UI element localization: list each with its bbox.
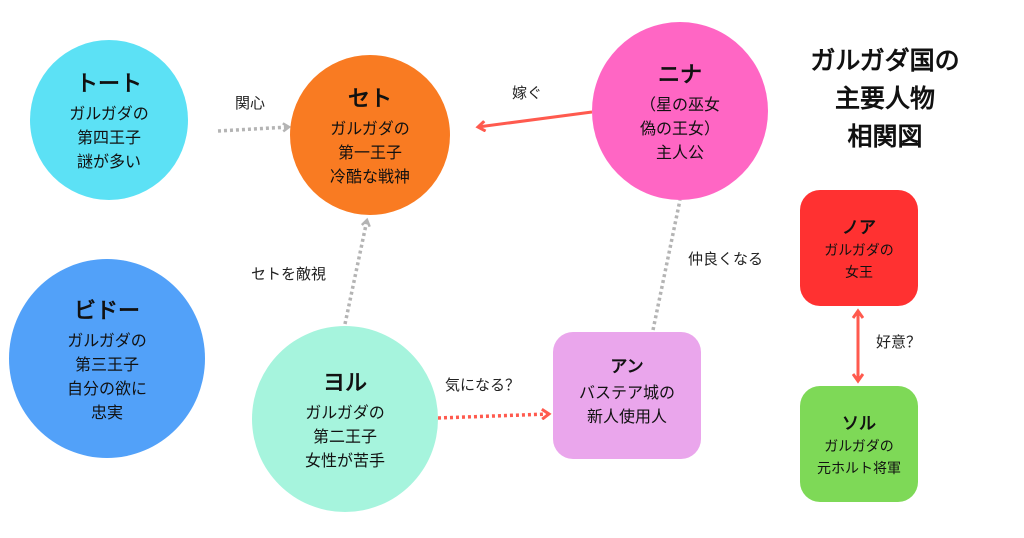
- node-name: ヨル: [322, 371, 367, 396]
- node-soru: ソル ガルガダの 元ホルト将軍: [800, 386, 918, 502]
- node-name: ニナ: [657, 63, 702, 88]
- edge-label-nina-seto: 嫁ぐ: [512, 84, 543, 102]
- node-name: セト: [347, 87, 392, 112]
- edge-an-nina: [651, 199, 682, 331]
- edge-label-yoru-seto: セトを敵視: [251, 265, 327, 283]
- node-an: アン バステア城の 新人使用人: [553, 332, 701, 459]
- edge-label-an-nina: 仲良くなる: [688, 250, 764, 268]
- node-name: トート: [75, 72, 142, 97]
- edge-label-noa-soru: 好意？: [876, 333, 922, 351]
- node-desc: ガルガダの 第二王子 女性が苦手: [304, 403, 385, 470]
- node-nina: ニナ （星の巫女 偽の王女） 主人公: [592, 22, 768, 200]
- node-desc: バステア城の 新人使用人: [578, 383, 675, 426]
- node-name: ノア: [842, 217, 876, 238]
- edge-nina-seto: [478, 110, 593, 127]
- node-yoru: ヨル ガルガダの 第二王子 女性が苦手: [252, 326, 438, 512]
- edge-label-yoru-an: 気になる？: [445, 376, 521, 394]
- edge-toto-seto: [217, 127, 289, 133]
- node-desc: ガルガダの 元ホルト将軍: [817, 438, 901, 477]
- edge-yoru-an: [437, 414, 549, 418]
- node-name: ビドー: [73, 298, 140, 324]
- node-desc: ガルガダの 女王: [824, 242, 894, 281]
- node-desc: （星の巫女 偽の王女） 主人公: [639, 95, 720, 162]
- page-title: ガルガダ国の 主要人物 相関図: [810, 46, 960, 151]
- node-desc: ガルガダの 第三王子 自分の欲に 忠実: [66, 330, 147, 422]
- node-desc: ガルガダの 第一王子 冷酷な戦神: [329, 119, 410, 186]
- node-bido: ビドー ガルガダの 第三王子 自分の欲に 忠実: [9, 259, 205, 458]
- node-desc: ガルガダの 第四王子 謎が多い: [69, 104, 149, 171]
- edge-label-toto-seto: 関心: [235, 94, 266, 112]
- node-name: ソル: [842, 413, 876, 434]
- edge-yoru-seto: [343, 220, 367, 325]
- node-seto: セト ガルガダの 第一王子 冷酷な戦神: [290, 55, 450, 215]
- node-noa: ノア ガルガダの 女王: [800, 190, 918, 306]
- node-toto: トート ガルガダの 第四王子 謎が多い: [30, 40, 188, 200]
- node-name: アン: [610, 357, 644, 377]
